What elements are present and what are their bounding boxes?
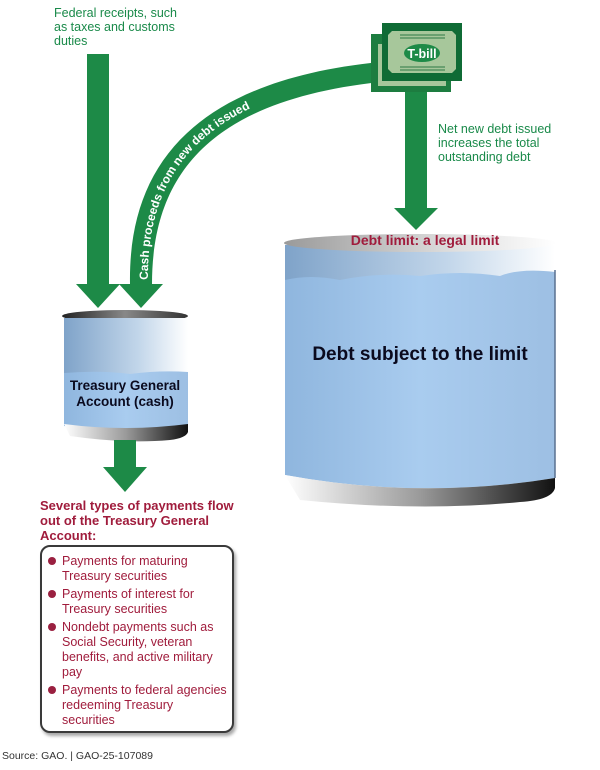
bullet-icon bbox=[48, 623, 56, 631]
tbill-icon: T-bill bbox=[371, 23, 462, 92]
payment-item: Payments to federal agencies redeeming T… bbox=[46, 683, 228, 728]
cash-proceeds-label: Cash proceeds from new debt issued bbox=[137, 98, 252, 280]
source-note: Source: GAO. | GAO-25-107089 bbox=[2, 750, 153, 762]
bullet-icon bbox=[48, 557, 56, 565]
payment-item: Payments for maturing Treasury securitie… bbox=[46, 554, 228, 584]
federal-receipts-arrow bbox=[76, 54, 120, 308]
payment-item: Payments of interest for Treasury securi… bbox=[46, 587, 228, 617]
debt-subject-label: Debt subject to the limit bbox=[312, 344, 528, 365]
federal-receipts-label: Federal receipts, such as taxes and cust… bbox=[54, 6, 177, 48]
payments-heading: Several types of payments flow out of th… bbox=[40, 498, 234, 543]
outflow-arrow bbox=[103, 440, 147, 492]
bullet-icon bbox=[48, 590, 56, 598]
net-new-debt-arrow bbox=[394, 85, 438, 230]
bullet-icon bbox=[48, 686, 56, 694]
payments-list-box: Payments for maturing Treasury securitie… bbox=[40, 545, 234, 733]
payment-item: Nondebt payments such as Social Security… bbox=[46, 620, 228, 680]
net-new-debt-label: Net new debt issued increases the total … bbox=[438, 122, 552, 164]
tbill-label: T-bill bbox=[407, 47, 436, 61]
debt-cylinder bbox=[284, 234, 556, 507]
debt-limit-label: Debt limit: a legal limit bbox=[350, 232, 500, 248]
tga-label: Treasury General Account (cash) bbox=[69, 378, 181, 409]
tga-cylinder bbox=[62, 310, 188, 442]
